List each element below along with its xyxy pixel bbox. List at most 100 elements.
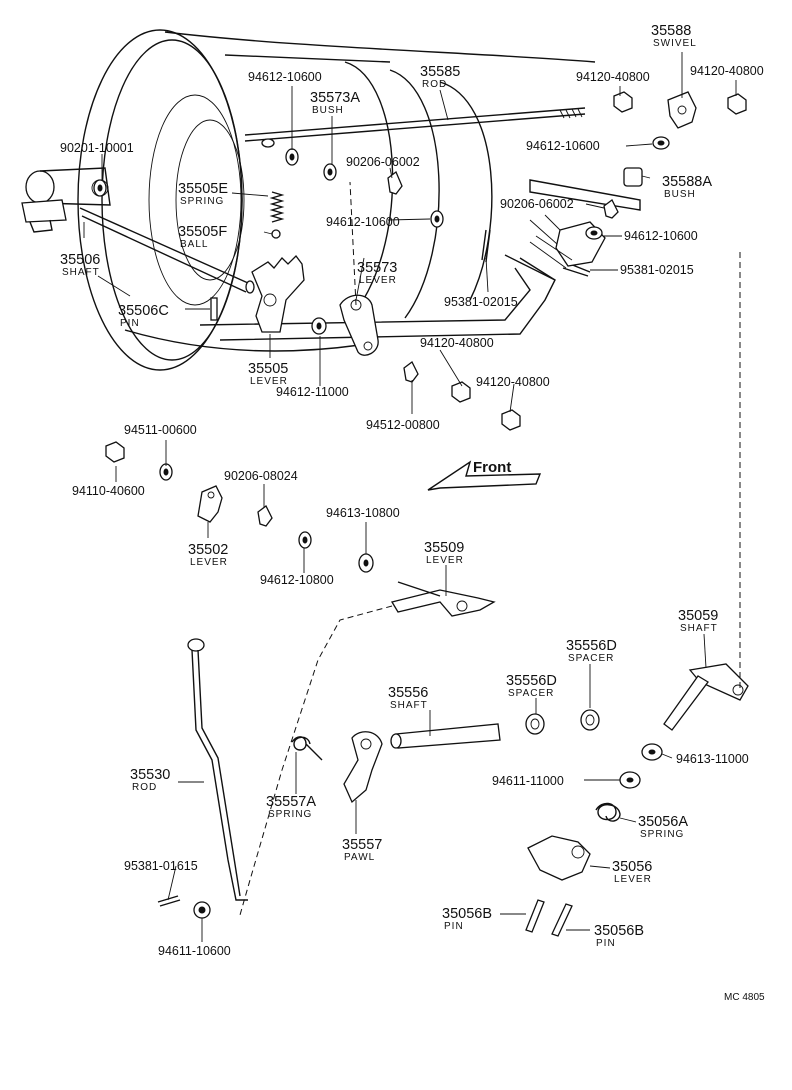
part-number: 35573 — [357, 260, 397, 276]
callout-95381-02015-a: 95381-02015 — [620, 263, 694, 277]
callout-94512-00800: 94512-00800 — [366, 418, 440, 432]
hardware-parts — [93, 91, 747, 573]
part-number: 35059 — [678, 608, 718, 624]
part-number: 94612-11000 — [276, 385, 349, 399]
part-name: PIN — [596, 938, 616, 949]
part-name: LEVER — [250, 376, 288, 387]
part-number: 35502 — [188, 542, 228, 558]
callout-94120-40800-a: 94120-40800 — [576, 70, 650, 84]
callout-94612-10800: 94612-10800 — [260, 573, 334, 587]
callout-94611-10600: 94611-10600 — [158, 944, 231, 958]
part-name: LEVER — [426, 555, 464, 566]
part-number: 94512-00800 — [366, 418, 440, 432]
part-number: 35056A — [638, 814, 688, 830]
part-number: 35505 — [248, 361, 288, 377]
part-name: SPACER — [508, 688, 554, 699]
part-number: 94511-00600 — [124, 423, 197, 437]
part-number: 94612-10600 — [326, 215, 400, 229]
part-number: 35056B — [594, 923, 644, 939]
part-number: 94612-10600 — [526, 139, 600, 153]
part-number: 95381-01615 — [124, 859, 198, 873]
part-name: BUSH — [312, 105, 344, 116]
part-number: 94110-40600 — [72, 484, 145, 498]
part-name: SWIVEL — [653, 38, 697, 49]
part-number: 35557 — [342, 837, 382, 853]
part-number: 35056 — [612, 859, 652, 875]
part-name: SPRING — [268, 809, 312, 820]
part-name: BUSH — [664, 189, 696, 200]
part-number: 35557A — [266, 794, 316, 810]
part-name: LEVER — [359, 275, 397, 286]
part-number: 90206-06002 — [500, 197, 574, 211]
part-number: 94612-10800 — [260, 573, 334, 587]
part-number: 35056B — [442, 906, 492, 922]
part-number: 35556 — [388, 685, 428, 701]
part-number: 94613-10800 — [326, 506, 400, 520]
part-name: SPRING — [180, 196, 224, 207]
part-number: 35506 — [60, 252, 100, 268]
callout-94613-11000: 94613-11000 — [676, 752, 749, 766]
callout-90206-06002-a: 90206-06002 — [346, 155, 420, 169]
part-number: 35530 — [130, 767, 170, 783]
callout-90206-08024: 90206-08024 — [224, 469, 298, 483]
part-name: SHAFT — [62, 267, 100, 278]
part-number: 94120-40800 — [476, 375, 550, 389]
callout-94612-10600-c: 94612-10600 — [326, 215, 400, 229]
part-number: 35509 — [424, 540, 464, 556]
callout-94110-40600: 94110-40600 — [72, 484, 145, 498]
callout-94120-40800-c: 94120-40800 — [420, 336, 494, 350]
part-number: 35588 — [651, 23, 691, 39]
callout-94612-10600-a: 94612-10600 — [248, 70, 322, 84]
part-number: 35585 — [420, 64, 460, 80]
callout-94613-10800: 94613-10800 — [326, 506, 400, 520]
part-number: 90206-08024 — [224, 469, 298, 483]
part-number: 94611-10600 — [158, 944, 231, 958]
part-number: 94612-10600 — [248, 70, 322, 84]
part-number: 94120-40800 — [576, 70, 650, 84]
callout-94120-40800-d: 94120-40800 — [476, 375, 550, 389]
part-number: 94611-11000 — [492, 774, 564, 788]
part-name: SHAFT — [680, 623, 718, 634]
part-number: 35506C — [118, 303, 169, 319]
part-name: ROD — [132, 782, 157, 793]
part-number: 94612-10600 — [624, 229, 698, 243]
part-number: 90201-10001 — [60, 141, 134, 155]
part-name: SHAFT — [390, 700, 428, 711]
part-name: PIN — [120, 318, 140, 329]
part-number: 35556D — [506, 673, 557, 689]
callout-94612-10600-b: 94612-10600 — [526, 139, 600, 153]
front-label: Front — [473, 459, 511, 476]
part-name: PAWL — [344, 852, 375, 863]
front-direction-arrow: Front — [427, 459, 542, 491]
part-number: 90206-06002 — [346, 155, 420, 169]
callout-94120-40800-b: 94120-40800 — [690, 64, 764, 78]
callout-94611-11000: 94611-11000 — [492, 774, 564, 788]
part-name: LEVER — [190, 557, 228, 568]
callout-90206-06002-b: 90206-06002 — [500, 197, 574, 211]
part-number: 94120-40800 — [690, 64, 764, 78]
part-number: 95381-02015 — [444, 295, 518, 309]
part-number: 35505F — [178, 224, 227, 240]
part-name: SPACER — [568, 653, 614, 664]
drawing-code: MC 4805 — [724, 992, 765, 1003]
